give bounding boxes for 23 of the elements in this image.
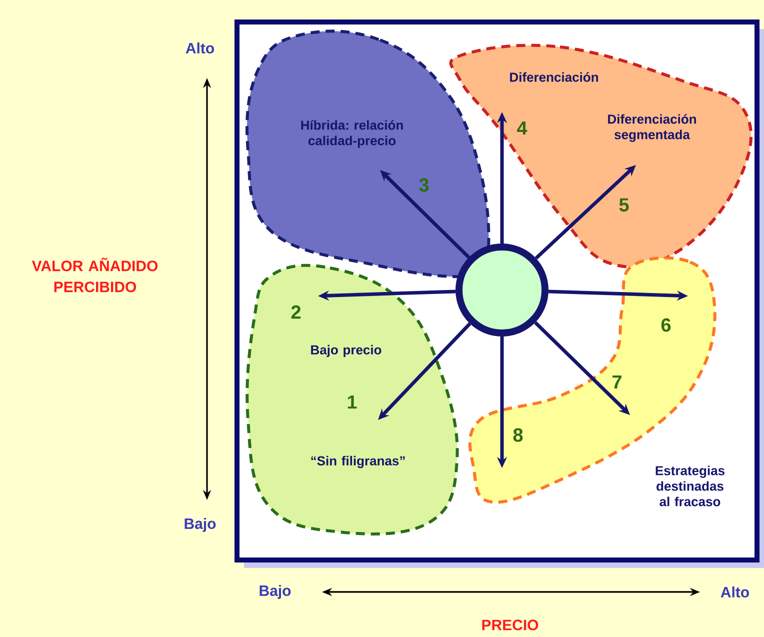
dashed-region bbox=[449, 44, 752, 268]
arrow-number: 6 bbox=[661, 318, 671, 332]
axis-label: Alto bbox=[720, 586, 749, 598]
arrow-number: 2 bbox=[291, 305, 301, 319]
axis-label: Alto bbox=[186, 42, 214, 54]
arrow-number: 1 bbox=[348, 395, 357, 409]
arrow-number: 7 bbox=[612, 375, 622, 389]
region-label: “Sin filigranas” bbox=[311, 456, 405, 468]
region-label: Estrategias destinadas al fracaso bbox=[656, 466, 724, 506]
dashed-region bbox=[246, 30, 490, 278]
region-label: Diferenciación bbox=[510, 72, 598, 82]
dashed-region bbox=[246, 264, 459, 536]
axis-label: Bajo bbox=[260, 585, 291, 599]
axis-title: PRECIO bbox=[482, 620, 538, 630]
arrow-number: 4 bbox=[517, 121, 528, 135]
axis-title: VALOR AÑADIDO PERCIBIDO bbox=[32, 258, 158, 292]
region-label: Híbrida: relación calidad-precio bbox=[301, 120, 403, 148]
region-label: Bajo precio bbox=[311, 344, 382, 358]
region-label: Diferenciación segmentada bbox=[608, 114, 696, 142]
arrow-number: 8 bbox=[513, 428, 523, 442]
arrow-number: 3 bbox=[419, 178, 429, 192]
arrow-number: 5 bbox=[619, 198, 629, 212]
axis-label: Bajo bbox=[184, 518, 216, 532]
